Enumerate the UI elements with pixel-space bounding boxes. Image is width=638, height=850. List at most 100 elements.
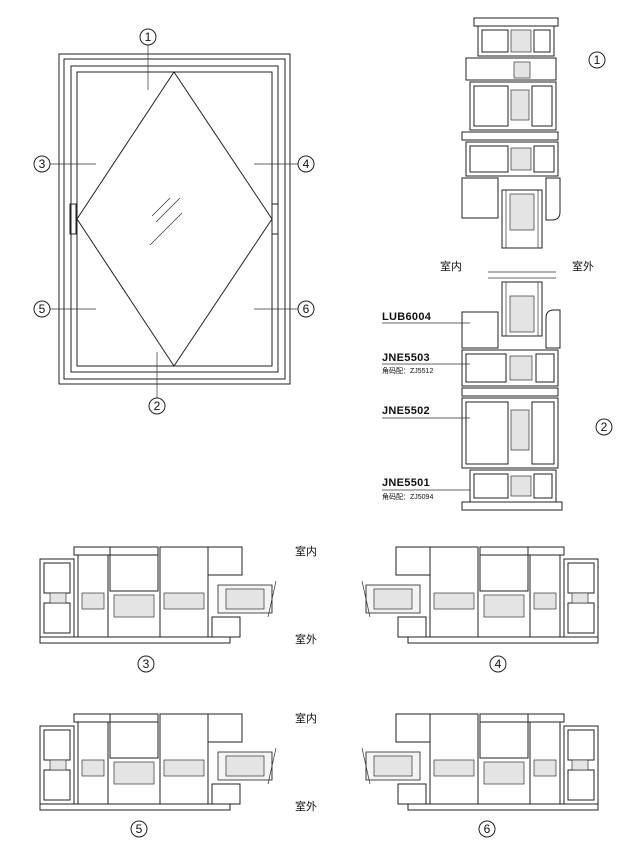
- part-label-lub6004: LUB6004: [382, 311, 470, 324]
- callout-1: 1: [145, 30, 152, 44]
- section-callout-circle-1: [588, 51, 606, 69]
- lower-profile-stack: [461, 281, 563, 511]
- section-callout-4: 4: [495, 657, 502, 671]
- glazing-bead: [207, 546, 243, 576]
- exterior-bead: [545, 309, 561, 349]
- exterior-base: [407, 803, 599, 811]
- thermal-break: [433, 592, 475, 610]
- section-callout-2: 2: [601, 420, 608, 434]
- thermal-break: [510, 147, 532, 171]
- section-callout-circle-2: [595, 418, 613, 436]
- profile-chamber: [43, 602, 71, 634]
- interior-cap: [73, 546, 159, 556]
- exterior-label: 室外: [295, 799, 317, 813]
- callout-4: 4: [303, 157, 310, 171]
- glass-unit: [501, 281, 543, 337]
- profile-chamber: [567, 602, 595, 634]
- insulated-glass-spacer: [225, 755, 265, 777]
- hinge-gasket: [483, 761, 525, 785]
- glass-mark: [155, 197, 181, 223]
- outer-frame-inner-edge: [63, 58, 286, 380]
- hinge-gasket: [113, 594, 155, 618]
- interior-cap: [479, 546, 565, 556]
- part-label-jne5503: JNE5503 角码配：ZJ5512: [382, 352, 470, 375]
- part-code: JNE5502: [382, 405, 430, 417]
- part-code: LUB6004: [382, 311, 432, 323]
- exterior-label: 室外: [572, 259, 594, 273]
- section-profile-group: [39, 713, 277, 811]
- profile-chamber: [567, 729, 595, 761]
- insulated-glass-spacer: [373, 755, 413, 777]
- thermal-break: [163, 592, 205, 610]
- interior-cap: [73, 713, 159, 723]
- profile-chamber: [465, 57, 557, 81]
- part-code: JNE5501: [382, 477, 430, 489]
- insulated-glass-spacer: [509, 193, 535, 231]
- hinge-gasket: [483, 594, 525, 618]
- profile-chamber: [533, 145, 555, 173]
- thermal-break: [510, 475, 532, 497]
- sash-chamber: [479, 713, 529, 759]
- exterior-bead: [211, 783, 241, 805]
- callout-2: 2: [154, 399, 161, 413]
- exterior-bead: [545, 177, 561, 221]
- section-callout-6: 6: [484, 822, 491, 836]
- profile-chamber: [481, 29, 509, 53]
- exterior-base: [39, 636, 231, 644]
- glass-mark: [151, 197, 171, 217]
- profile-chamber: [567, 769, 595, 801]
- interior-label: 室内: [295, 544, 317, 558]
- sash-chamber: [109, 713, 159, 759]
- exterior-bead: [397, 616, 427, 638]
- profile-chamber: [533, 29, 551, 53]
- mullion-profile: [159, 546, 209, 638]
- profile-top-cap: [473, 17, 559, 27]
- profile-chamber: [469, 145, 509, 173]
- gasket: [513, 61, 531, 79]
- profile-chamber: [567, 562, 595, 594]
- profile-chamber: [43, 769, 71, 801]
- glass-unit: [501, 189, 543, 249]
- section-profile-group: [39, 546, 277, 644]
- glazing-bead: [395, 546, 431, 576]
- section-callout-circle: [130, 820, 148, 838]
- mullion-profile: [429, 713, 479, 805]
- profile-chamber: [465, 401, 509, 465]
- mullion-profile: [159, 713, 209, 805]
- sash-inner-edge: [76, 71, 273, 367]
- profile-chamber: [473, 85, 509, 127]
- section-callout-circle: [489, 655, 507, 673]
- upper-profile-stack: [461, 17, 561, 249]
- horizontal-section-6: 6: [361, 713, 599, 838]
- profile-chamber: [533, 473, 553, 499]
- section-callout-circle: [137, 655, 155, 673]
- part-label-jne5502: JNE5502: [382, 405, 470, 419]
- profile-bottom-cap: [461, 501, 563, 511]
- thermal-break: [81, 759, 105, 777]
- section-callout-3: 3: [143, 657, 150, 671]
- profile-chamber: [43, 729, 71, 761]
- thermal-break: [509, 355, 533, 381]
- sash-profile: [469, 81, 557, 131]
- glazing-bead: [461, 177, 499, 219]
- thermal-break: [510, 29, 532, 53]
- exterior-base: [407, 636, 599, 644]
- thermal-break: [433, 759, 475, 777]
- opening-diamond: [76, 71, 273, 367]
- glazing-bead: [395, 713, 431, 743]
- profile-chamber: [477, 25, 555, 57]
- thermal-break: [49, 592, 67, 604]
- profile-chamber: [531, 401, 555, 465]
- frame-profile: [461, 397, 559, 469]
- exterior-label: 室外: [295, 632, 317, 646]
- right-handle: [271, 203, 279, 235]
- profile-divider: [461, 387, 559, 397]
- thermal-break: [81, 592, 105, 610]
- glass-break-line: [361, 580, 371, 618]
- left-handle: [69, 203, 77, 235]
- outer-frame: [58, 53, 291, 385]
- callout-5: 5: [39, 302, 46, 316]
